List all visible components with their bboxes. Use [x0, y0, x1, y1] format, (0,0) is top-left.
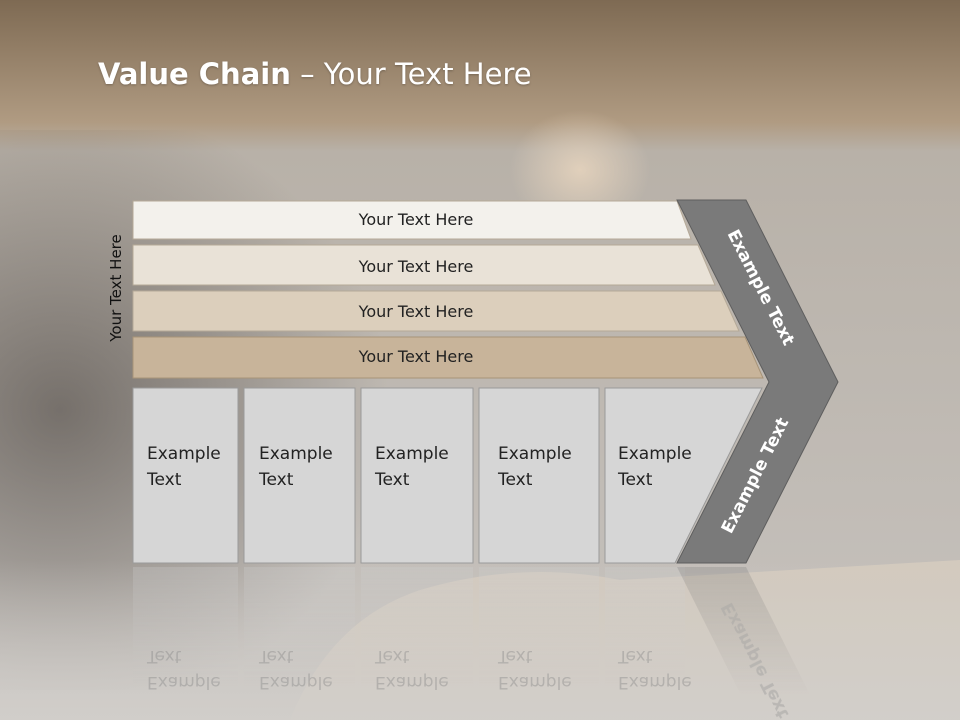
column-4-reflection [479, 567, 599, 687]
band-1-label: Your Text Here [358, 210, 474, 229]
band-4 [132, 336, 764, 379]
title-bold: Value Chain [98, 57, 291, 91]
reflection: Example Text Example Text Example Text E… [133, 567, 810, 720]
column-5-label-line2: Text [617, 470, 653, 490]
column-2-reflect-line1: Example [259, 672, 333, 692]
column-group: Example Text Example Text Example Text E… [132, 387, 763, 564]
column-4-label-line1: Example [498, 444, 572, 464]
column-3-reflect-line1: Example [375, 672, 449, 692]
title-rest: – Your Text Here [290, 57, 532, 91]
column-1-label-line1: Example [147, 444, 221, 464]
column-5-label-line1: Example [618, 444, 692, 464]
column-4 [478, 387, 600, 564]
column-5-reflect-line2: Text [617, 646, 653, 666]
column-2-label-line2: Text [258, 470, 294, 490]
column-2-reflect-line2: Text [258, 646, 294, 666]
column-3-label-line1: Example [375, 444, 449, 464]
band-3-label: Your Text Here [358, 302, 474, 321]
column-2-reflection [244, 567, 355, 687]
column-5 [604, 387, 763, 564]
column-2 [243, 387, 356, 564]
column-5-reflection [605, 567, 685, 687]
slide-title: Value Chain – Your Text Here [98, 52, 532, 96]
band-group: Your Text Here Your Text Here Your Text … [132, 200, 764, 379]
column-1-reflect-line2: Text [146, 646, 182, 666]
band-2 [132, 244, 716, 286]
column-1-reflect-line1: Example [147, 672, 221, 692]
column-3 [360, 387, 474, 564]
band-1 [132, 200, 692, 240]
column-4-label-line2: Text [497, 470, 533, 490]
band-2-label: Your Text Here [358, 257, 474, 276]
column-1 [132, 387, 239, 564]
chevron-shape [676, 199, 839, 564]
column-1-label-line2: Text [146, 470, 182, 490]
column-5-reflect-line1: Example [618, 672, 692, 692]
column-3-reflect-line2: Text [374, 646, 410, 666]
column-3-reflection [361, 567, 473, 687]
column-1-reflection [133, 567, 238, 687]
column-4-reflect-line2: Text [497, 646, 533, 666]
band-4-label: Your Text Here [358, 347, 474, 366]
band-3 [132, 290, 740, 332]
column-2-label-line1: Example [259, 444, 333, 464]
column-4-reflect-line1: Example [498, 672, 572, 692]
chevron-reflection [677, 567, 810, 695]
column-3-label-line2: Text [374, 470, 410, 490]
